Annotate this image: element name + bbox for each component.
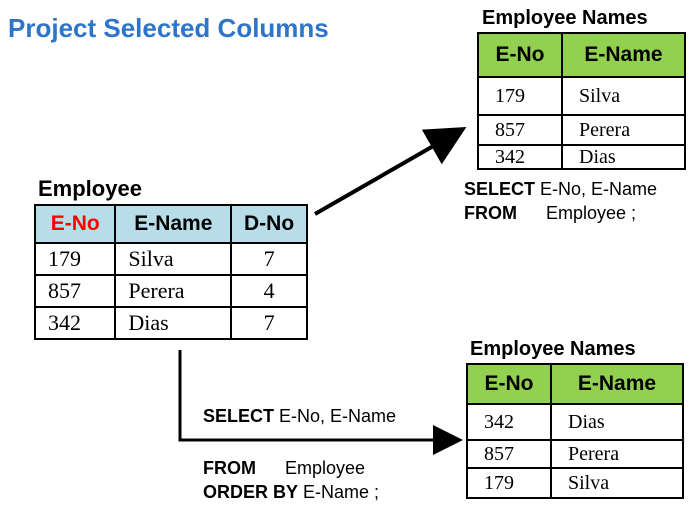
table-row: 179 Silva 7 bbox=[33, 242, 308, 276]
sql-select-columns: E-No, E-Name bbox=[279, 406, 397, 426]
cell-e-name: Dias bbox=[114, 306, 233, 340]
cell-e-name: Perera bbox=[561, 114, 686, 146]
sql-from-table: Employee ; bbox=[546, 203, 637, 223]
cell-d-no: 4 bbox=[230, 274, 308, 308]
header-e-no: E-No bbox=[466, 363, 552, 405]
cell-e-no: 179 bbox=[33, 242, 117, 276]
table-row: 342 Dias bbox=[466, 403, 684, 441]
page-title: Project Selected Columns bbox=[8, 13, 329, 43]
table-row: 857 Perera bbox=[466, 439, 684, 469]
sql-from-keyword: FROM bbox=[203, 458, 256, 478]
sql-order-column: E-Name ; bbox=[303, 482, 380, 502]
cell-e-name: Silva bbox=[114, 242, 233, 276]
cell-e-no: 342 bbox=[477, 144, 563, 170]
sql-select-keyword: SELECT bbox=[464, 179, 536, 199]
cell-d-no: 7 bbox=[230, 306, 308, 340]
table-header-row: E-No E-Name D-No bbox=[33, 204, 308, 244]
table-row: 179 Silva bbox=[466, 467, 684, 499]
header-e-no: E-No bbox=[33, 204, 117, 244]
table-header-row: E-No E-Name bbox=[477, 32, 686, 78]
result-bottom-table: E-No E-Name 342 Dias 857 Perera 179 Silv… bbox=[466, 363, 684, 499]
sql-from-order-bottom: FROM Employee ORDER BY E-Name ; bbox=[203, 456, 379, 504]
sql-select-columns: E-No, E-Name bbox=[540, 179, 658, 199]
header-e-name: E-Name bbox=[114, 204, 233, 244]
table-row: 179 Silva bbox=[477, 76, 686, 116]
arrow-to-bottom-result bbox=[178, 350, 463, 455]
header-e-name: E-Name bbox=[561, 32, 686, 78]
sql-from-keyword: FROM bbox=[464, 203, 517, 223]
header-d-no: D-No bbox=[230, 204, 308, 244]
cell-e-no: 342 bbox=[466, 403, 552, 441]
cell-e-no: 857 bbox=[466, 439, 552, 469]
result-bottom-caption: Employee Names bbox=[470, 338, 636, 360]
employee-table: E-No E-Name D-No 179 Silva 7 857 Perera … bbox=[33, 204, 308, 340]
cell-e-name: Silva bbox=[561, 76, 686, 116]
cell-e-name: Dias bbox=[561, 144, 686, 170]
cell-e-name: Perera bbox=[114, 274, 233, 308]
arrow-to-top-result bbox=[314, 127, 467, 216]
header-e-name: E-Name bbox=[550, 363, 684, 405]
sql-select-line-bottom: SELECT E-No, E-Name bbox=[203, 404, 396, 428]
table-row: 857 Perera 4 bbox=[33, 274, 308, 308]
cell-d-no: 7 bbox=[230, 242, 308, 276]
cell-e-no: 857 bbox=[477, 114, 563, 146]
cell-e-no: 179 bbox=[466, 467, 552, 499]
cell-e-no: 857 bbox=[33, 274, 117, 308]
header-e-no: E-No bbox=[477, 32, 563, 78]
result-top-caption: Employee Names bbox=[482, 7, 648, 29]
sql-order-by-keyword: ORDER BY bbox=[203, 482, 299, 502]
employee-caption: Employee bbox=[38, 176, 142, 201]
sql-select-keyword: SELECT bbox=[203, 406, 275, 426]
table-row: 857 Perera bbox=[477, 114, 686, 146]
cell-e-name: Silva bbox=[550, 467, 684, 499]
cell-e-no: 179 bbox=[477, 76, 563, 116]
table-row: 342 Dias bbox=[477, 144, 686, 170]
result-top-table: E-No E-Name 179 Silva 857 Perera 342 Dia… bbox=[477, 32, 686, 170]
cell-e-name: Dias bbox=[550, 403, 684, 441]
table-row: 342 Dias 7 bbox=[33, 306, 308, 340]
cell-e-no: 342 bbox=[33, 306, 117, 340]
cell-e-name: Perera bbox=[550, 439, 684, 469]
sql-query-top: SELECT E-No, E-Name FROM Employee ; bbox=[464, 177, 657, 225]
table-header-row: E-No E-Name bbox=[466, 363, 684, 405]
sql-from-table: Employee bbox=[285, 458, 366, 478]
